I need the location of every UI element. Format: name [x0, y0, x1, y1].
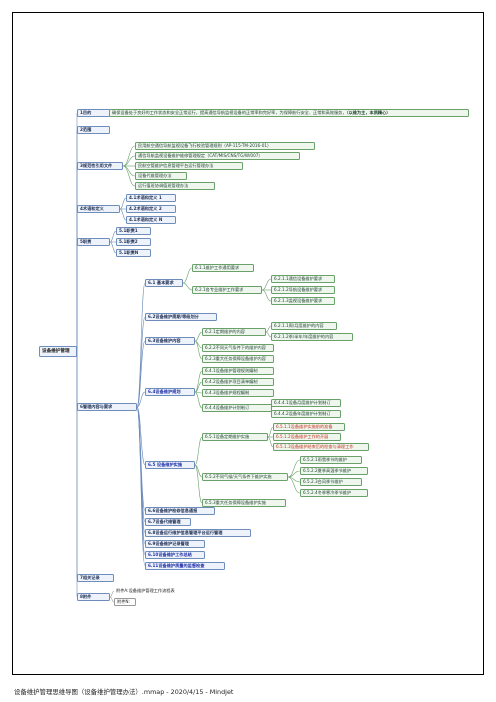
connector-36 — [194, 331, 203, 342]
connector-47 — [194, 436, 203, 466]
node-6-1-2-3[interactable]: 6.2.1.3监视设备维护要求 — [271, 297, 335, 305]
node-8-item-2[interactable]: 附件N: — [114, 598, 136, 606]
node-6-5-1[interactable]: 6.5.1设备定期维护实施 — [202, 433, 268, 441]
connector-10 — [122, 155, 136, 167]
node-5-duties[interactable]: 5职责 — [77, 238, 110, 246]
node-6-6[interactable]: 6.6设备维护检修信息通报 — [145, 507, 215, 515]
node-6-4-2[interactable]: 6.4.2设备维护项目清单编制 — [202, 378, 274, 386]
node-6-1-2-1[interactable]: 6.2.1.1通信设备维护要求 — [271, 275, 335, 283]
footer-caption: 设备维护管理思维导图（设备维护管理办法）.mmap - 2020/4/15 - … — [14, 688, 234, 696]
node-4-terms[interactable]: 4术语和定义 — [77, 205, 120, 213]
connector-40 — [265, 331, 272, 338]
node-5-item-1[interactable]: 5.1职责1 — [116, 227, 151, 235]
node-3-item-5[interactable]: 运行值班协调值班管理办法 — [135, 182, 215, 190]
node-1-purpose[interactable]: 1目的 — [77, 109, 110, 117]
node-6-management[interactable]: 6管理内容与要求 — [77, 403, 137, 411]
node-4-item-1[interactable]: 4.1术语和定义 1 — [126, 194, 176, 202]
connector-22 — [136, 340, 146, 408]
purpose-text-a: 确保设备处于良好的工作状态和安全正常运行，提高通信导航监视设备的正常率和完好率，… — [112, 110, 347, 115]
node-2-scope[interactable]: 2范围 — [77, 126, 110, 134]
node-1-purpose-text[interactable]: 确保设备处于良好的工作状态和安全正常运行，提高通信导航监视设备的正常率和完好率，… — [109, 109, 469, 117]
node-3-item-1[interactable]: 民用航空通信导航监视设备飞行校验管理规则（AP-115-TM-2016-01） — [135, 142, 315, 150]
node-6-5[interactable]: 6.5 设备维护实施 — [145, 461, 195, 469]
node-6-5-2-3[interactable]: 6.5.2.3台风季节维护 — [300, 478, 362, 486]
node-6-10[interactable]: 6.10设备维护工作总结 — [145, 551, 205, 559]
connector-9 — [122, 145, 136, 167]
node-6-3-1-1[interactable]: 6.2.1.1周/月度维护的内容 — [271, 322, 337, 330]
connector-42 — [194, 381, 203, 393]
node-6-4-4-1[interactable]: 6.4.4.1设备月度维护计划制订 — [271, 399, 341, 407]
connector-58 — [109, 596, 115, 603]
node-6-1-1[interactable]: 6.1.1维护工作通用要求 — [192, 264, 254, 272]
connector-16 — [119, 208, 127, 221]
connector-48 — [194, 464, 203, 478]
node-6-5-1-1[interactable]: 6.5.1.1设备维护实施前的准备 — [273, 423, 345, 431]
node-4-item-2[interactable]: 4.2术语和定义 2 — [126, 205, 176, 213]
connector-32 — [182, 282, 193, 291]
node-6-3-3[interactable]: 6.2.3重大任务保障设备维护内容 — [202, 355, 274, 363]
node-6-7[interactable]: 6.7设备代维管理 — [145, 518, 191, 526]
node-6-2[interactable]: 6.2设备维护周期/等级划分 — [145, 313, 217, 321]
node-6-1-2[interactable]: 6.2.1各专业维护工作要求 — [192, 286, 262, 294]
connector-52 — [267, 436, 274, 448]
node-6-4-3[interactable]: 6.4.3设备维护规程编制 — [202, 389, 274, 397]
node-6-11[interactable]: 6.11设备维护质量的监督检查 — [145, 562, 225, 570]
node-3-item-4[interactable]: 设备代维管理办法 — [135, 172, 187, 180]
node-6-1[interactable]: 6.1 基本要求 — [145, 279, 183, 287]
connector-33 — [261, 278, 272, 291]
node-6-3[interactable]: 6.3设备维护内容 — [145, 337, 195, 345]
node-6-8[interactable]: 6.8设备运行维护信息管理平台运行管理 — [145, 529, 251, 537]
node-8-attachments[interactable]: 8附件 — [77, 593, 110, 601]
node-3-references[interactable]: 3规范性引用文件 — [77, 162, 123, 170]
node-8-item-1[interactable]: 附件A:设备维护管理工作流程表 — [116, 588, 175, 593]
node-6-5-2-4[interactable]: 6.5.2.4冬季寒冷季节维护 — [300, 489, 368, 497]
node-5-item-2[interactable]: 5.1职责2 — [116, 238, 151, 246]
root-node[interactable]: 设备维护管理 — [39, 346, 77, 357]
connector-35 — [261, 289, 272, 302]
node-6-5-1-2[interactable]: 6.5.1.2设备维护工作的开展 — [273, 433, 341, 441]
connector-30 — [136, 406, 146, 567]
connector-41 — [194, 370, 203, 393]
purpose-text-b: （以维为主，本质精心） — [346, 110, 391, 115]
connector-17 — [109, 230, 117, 243]
node-6-4[interactable]: 6.4设备维护规划 — [145, 388, 195, 396]
connector-24 — [136, 406, 146, 466]
connector-49 — [194, 464, 203, 504]
node-6-3-1[interactable]: 6.2.1定期维护的内容 — [202, 328, 266, 336]
node-6-9[interactable]: 6.9设备维护记录管理 — [145, 540, 205, 548]
node-3-item-2[interactable]: 通信导航监视设备维护维修管理规定（CAT/MIS/CNS/TG/W/007） — [135, 152, 300, 160]
connector-31 — [182, 267, 193, 284]
node-6-3-1-2[interactable]: 6.2.1.2季/半年/年度维护的内容 — [271, 333, 353, 341]
connector-14 — [119, 197, 127, 210]
node-4-item-3[interactable]: 4.1术语和定义 N — [126, 216, 176, 224]
connector-13 — [122, 165, 136, 187]
connector-38 — [194, 340, 203, 360]
node-6-4-4[interactable]: 6.4.4设备维护计划制订 — [202, 404, 272, 412]
connector-23 — [136, 391, 146, 408]
node-3-item-3[interactable]: 民航空管维护信息管理平台运行管理办法 — [135, 162, 243, 170]
node-6-5-2-1[interactable]: 6.5.2.1雨雪季节的维护 — [300, 456, 362, 464]
node-6-5-2[interactable]: 6.5.2不同气候/天气条件下维护实施 — [202, 473, 288, 481]
connector-44 — [194, 391, 203, 409]
mindmap-page: 设备维护管理 1目的 确保设备处于良好的工作状态和安全正常运行，提高通信导航监视… — [12, 12, 484, 675]
node-5-item-3[interactable]: 5.1职责N — [116, 249, 151, 257]
connector-19 — [109, 241, 117, 254]
connector-21 — [136, 316, 146, 408]
node-6-5-1-3[interactable]: 6.5.1.3设备维护结束后的检查与清理工作 — [273, 443, 369, 451]
node-7-records[interactable]: 7相关记录 — [77, 574, 114, 582]
connector-12 — [122, 165, 136, 177]
node-6-1-2-2[interactable]: 6.2.1.2导航设备维护要求 — [271, 286, 335, 294]
node-6-3-2[interactable]: 6.2.2不同天气条件下的维护内容 — [202, 344, 274, 352]
connector-56 — [287, 476, 301, 494]
node-6-4-4-2[interactable]: 6.4.4.2设备年度维护计划制订 — [271, 410, 341, 418]
node-6-5-2-2[interactable]: 6.5.2.2夏季高温季节维护 — [300, 467, 368, 475]
mindmap-connectors — [76, 112, 301, 603]
node-6-5-3[interactable]: 6.5.3重大任务保障设备维护实施 — [202, 499, 286, 507]
connector-53 — [287, 459, 301, 478]
node-6-4-1[interactable]: 6.4.1设备维护管理规则编制 — [202, 367, 274, 375]
